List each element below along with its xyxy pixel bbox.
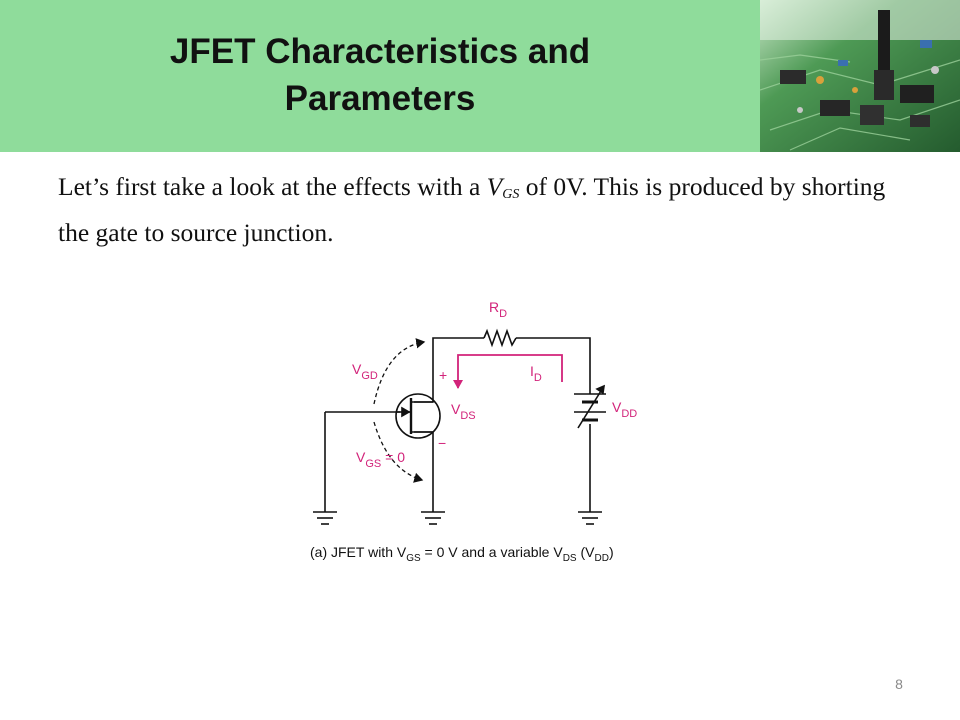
vgd-label: VGD	[352, 361, 378, 382]
vds-label: VDS	[451, 401, 476, 422]
plus-sign: +	[439, 367, 447, 383]
jfet-transistor	[395, 393, 441, 439]
rd-label: RD	[489, 299, 507, 320]
vgs-symbol: VGS	[486, 172, 520, 202]
vgs-subscript: GS	[502, 187, 520, 202]
drain-current-arrowhead	[453, 380, 463, 389]
vdd-label: VDD	[612, 399, 637, 420]
body-text-part-2: of 0V. This is produced by shorting the …	[58, 172, 886, 247]
voltage-arrows	[373, 338, 426, 483]
body-paragraph: Let’s first take a look at the effects w…	[58, 168, 918, 252]
drain-current-path	[457, 354, 563, 388]
slide-title-line-2: Parameters	[284, 79, 476, 118]
jfet-circuit-diagram: RD VGD + ID VDS VDD − VGS = 0 (a) JFET w…	[310, 299, 637, 564]
circuit-board-photo	[760, 0, 960, 152]
slide-title-line-1: JFET Characteristics and	[169, 32, 591, 71]
body-text-part-1: Let’s first take a look at the effects w…	[58, 172, 487, 201]
minus-sign: −	[438, 435, 446, 451]
ground-symbols	[313, 511, 602, 525]
title-band	[0, 0, 760, 152]
drain-resistor	[483, 328, 517, 348]
vgs-label: VGS = 0	[356, 449, 405, 470]
slide-title: JFET Characteristics and Parameters	[0, 28, 760, 122]
diagram-caption: (a) JFET with VGS = 0 V and a variable V…	[310, 544, 614, 564]
id-label: ID	[530, 363, 542, 384]
variable-supply-battery	[574, 384, 606, 429]
page-number: 8	[895, 676, 903, 692]
